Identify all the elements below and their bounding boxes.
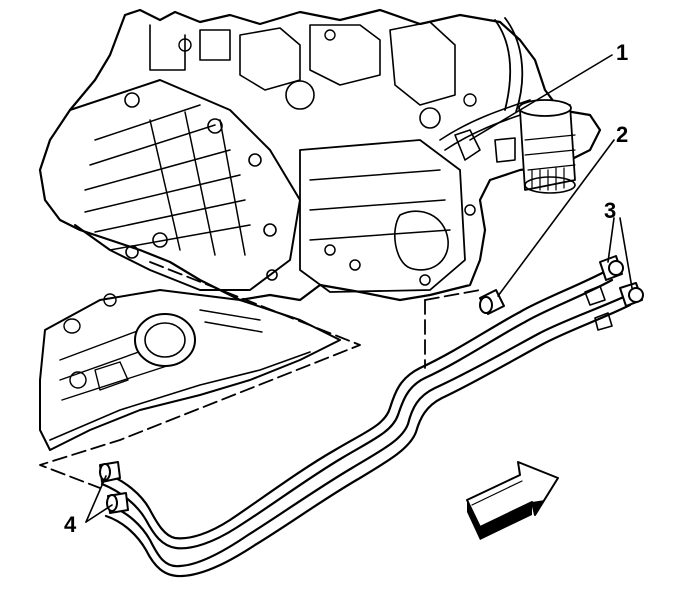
engine-block xyxy=(38,8,602,302)
leader-3b xyxy=(619,217,633,289)
oil-filter xyxy=(518,99,576,194)
callout-2: 2 xyxy=(616,122,628,147)
callout-1: 1 xyxy=(616,40,628,65)
oil-pan xyxy=(39,289,341,451)
right-fittings xyxy=(584,255,644,331)
reference-outline xyxy=(39,261,481,489)
connector-fitting xyxy=(479,289,505,315)
leader-2 xyxy=(497,139,615,297)
leader-3a xyxy=(607,217,615,263)
cooler-lines xyxy=(99,255,644,578)
leader-4a xyxy=(85,475,107,523)
callout-4: 4 xyxy=(64,512,77,537)
cooler-line-upper xyxy=(100,268,610,540)
callout-3: 3 xyxy=(604,198,616,223)
front-direction-arrow xyxy=(466,461,559,540)
left-fittings xyxy=(99,461,129,514)
callout-leaders xyxy=(85,54,633,523)
leader-1 xyxy=(469,54,613,141)
cooler-line-lower xyxy=(106,293,630,568)
leader-4b xyxy=(85,504,113,523)
callout-labels: 1 2 3 4 xyxy=(64,40,628,537)
